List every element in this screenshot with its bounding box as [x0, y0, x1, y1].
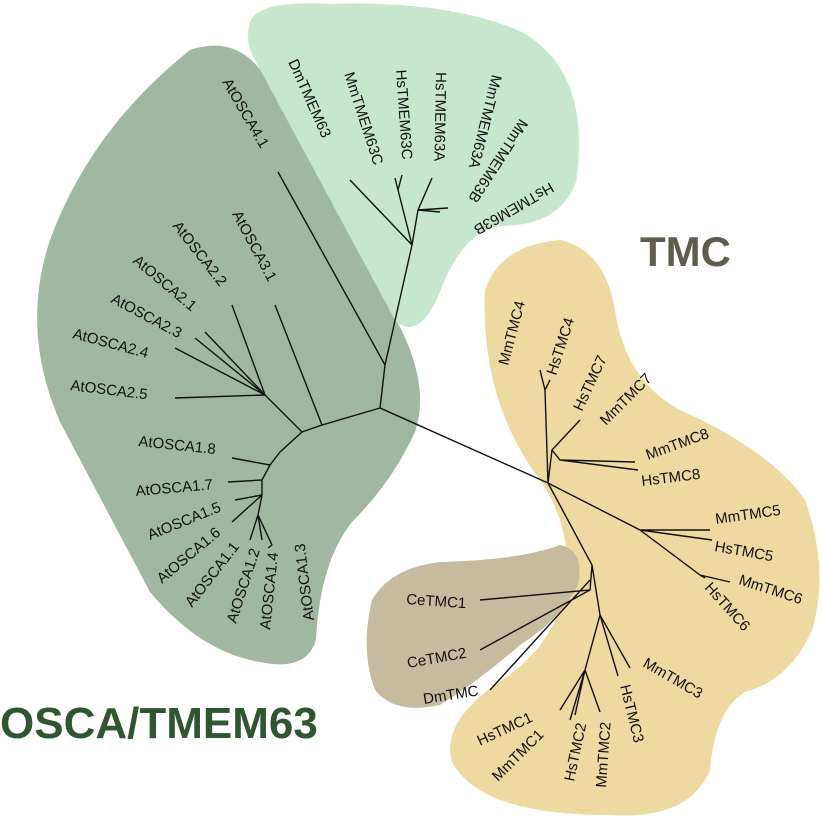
- osca-clade-region: [37, 45, 421, 665]
- leaf-label: HsTMEM63A: [430, 72, 449, 161]
- leaf-label: AtOSCA1.7: [135, 476, 214, 500]
- ce-dm-tmc-region: [366, 545, 580, 708]
- leaf-label: MmTMC2: [593, 721, 615, 788]
- leaf-label: HsTMEM63C: [392, 69, 415, 160]
- leaf-label: CeTMC1: [406, 591, 467, 612]
- tmc-group-title: TMC: [640, 228, 731, 275]
- osca-tmem63-group-title: OSCA/TMEM63: [0, 699, 318, 748]
- tmem63-clade-region: [248, 3, 579, 327]
- tree-branches: [174, 171, 731, 721]
